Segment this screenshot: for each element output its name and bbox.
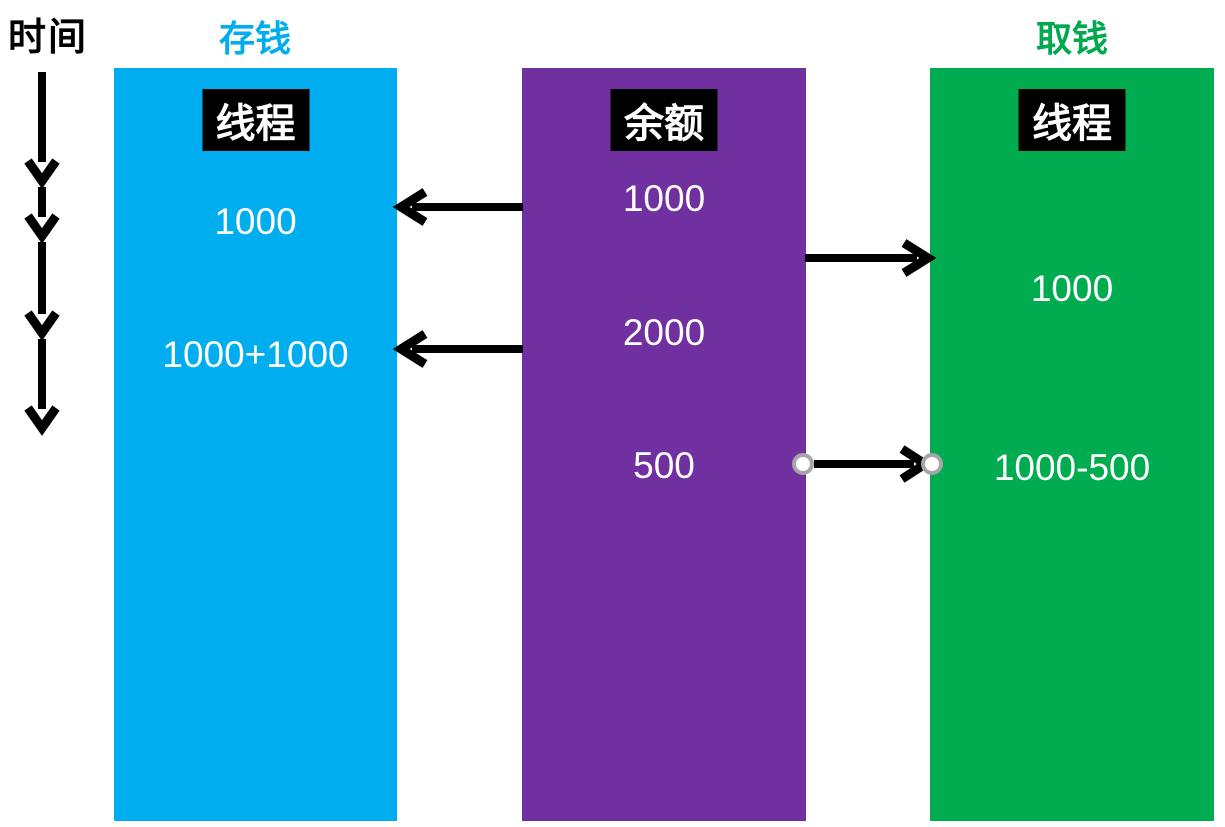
arrow-balance-to-withdraw-write: [792, 445, 943, 483]
balance-header: 余额: [610, 89, 718, 151]
time-axis-arrow-4: [24, 339, 60, 436]
deposit-column-title: 存钱: [218, 18, 291, 59]
arrow-balance-to-deposit-read: [392, 188, 523, 226]
deposit-value-read: 1000: [214, 201, 297, 242]
time-axis-arrow-1: [24, 72, 60, 189]
arrow-balance-to-withdraw-read: [805, 239, 937, 277]
balance-value-2: 2000: [622, 312, 706, 353]
time-axis-arrow-2: [24, 187, 60, 244]
deposit-value-compute: 1000+1000: [162, 334, 349, 375]
withdraw-thread-column: 线程 1000 1000-500: [930, 68, 1214, 821]
deposit-thread-column: 线程 1000 1000+1000: [114, 68, 397, 821]
withdraw-value-compute: 1000-500: [993, 447, 1151, 488]
arrow-balance-to-deposit-write: [392, 330, 523, 368]
withdraw-column-title: 取钱: [1035, 18, 1108, 59]
balance-value-3: 500: [633, 445, 695, 486]
balance-column: 余额 1000 2000 500: [522, 68, 806, 821]
deposit-thread-header: 线程: [202, 89, 309, 151]
time-axis-arrow-3: [24, 242, 60, 341]
balance-value-1: 1000: [622, 178, 706, 219]
withdraw-thread-header: 线程: [1018, 89, 1126, 151]
withdraw-value-read: 1000: [1030, 268, 1114, 309]
time-axis-label: 时间: [8, 17, 89, 59]
